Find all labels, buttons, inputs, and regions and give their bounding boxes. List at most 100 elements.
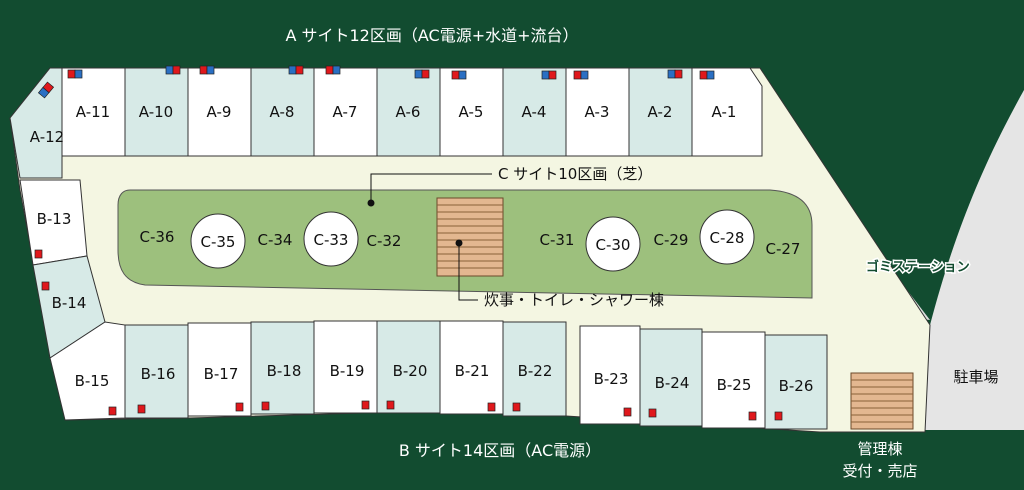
- a-utility-markers: [37, 65, 715, 99]
- marker-b-19: [361, 400, 370, 410]
- marker-a-7: [325, 65, 341, 75]
- marker-b-21: [487, 402, 496, 412]
- marker-a-5: [451, 70, 467, 80]
- marker-a-8: [288, 65, 304, 75]
- c-site-leader: [370, 173, 492, 203]
- marker-b-20: [386, 400, 395, 410]
- site-a-7[interactable]: [313, 67, 378, 157]
- site-label-a-10: A-10: [139, 103, 173, 121]
- site-label-b-13: B-13: [37, 210, 72, 228]
- site-a-9[interactable]: [187, 67, 252, 157]
- marker-b-22: [512, 402, 521, 412]
- site-a-5[interactable]: [439, 67, 504, 157]
- marker-b-13: [34, 249, 43, 259]
- site-c-35[interactable]: [190, 213, 246, 269]
- site-label-a-2: A-2: [648, 103, 673, 121]
- b-power-markers: [34, 249, 783, 421]
- a-site-title: A サイト12区画（AC電源+水道+流台）: [285, 26, 578, 45]
- office-building[interactable]: [850, 372, 914, 430]
- site-label-a-1: A-1: [712, 103, 737, 121]
- site-label-a-4: A-4: [522, 103, 547, 121]
- site-b-19[interactable]: [313, 320, 378, 414]
- site-label-c-29: C-29: [654, 231, 689, 249]
- site-label-b-21: B-21: [455, 362, 490, 380]
- site-label-b-18: B-18: [267, 362, 302, 380]
- site-c-33[interactable]: [303, 211, 359, 267]
- marker-b-17: [235, 402, 244, 412]
- site-label-b-19: B-19: [330, 362, 365, 380]
- parking-label: 駐車場: [953, 368, 998, 386]
- marker-a-9: [199, 65, 215, 75]
- c-site-labels: C-36 C-35 C-34 C-33 C-32 C-31 C-30 C-29 …: [140, 228, 801, 258]
- site-b-18[interactable]: [250, 321, 315, 415]
- site-label-a-6: A-6: [396, 103, 421, 121]
- garbage-station-label: ゴミステーション: [866, 259, 970, 275]
- site-label-a-8: A-8: [270, 103, 295, 121]
- site-b-20[interactable]: [376, 320, 441, 414]
- marker-a-2: [667, 69, 683, 79]
- marker-a-11: [67, 69, 83, 79]
- office-label-line2: 受付・売店: [842, 462, 917, 480]
- marker-a-3: [573, 70, 589, 80]
- site-label-c-28: C-28: [710, 229, 745, 247]
- site-label-c-34: C-34: [258, 231, 293, 249]
- facility-leader: [458, 243, 478, 301]
- marker-a-1: [699, 70, 715, 80]
- site-label-a-5: A-5: [459, 103, 484, 121]
- site-label-a-7: A-7: [333, 103, 358, 121]
- marker-b-14: [41, 281, 50, 291]
- marker-b-15: [108, 406, 117, 416]
- marker-a-6: [414, 69, 430, 79]
- marker-b-26: [774, 411, 783, 421]
- site-label-a-9: A-9: [207, 103, 232, 121]
- site-label-b-16: B-16: [141, 365, 176, 383]
- site-a-8[interactable]: [250, 67, 315, 157]
- marker-b-23: [623, 407, 632, 417]
- b-site-title: B サイト14区画（AC電源）: [399, 441, 601, 460]
- site-label-a-11: A-11: [76, 103, 110, 121]
- site-label-b-17: B-17: [204, 365, 239, 383]
- site-c-30[interactable]: [585, 216, 641, 272]
- facility-label: 炊事・トイレ・シャワー棟: [484, 291, 664, 309]
- site-label-c-30: C-30: [596, 236, 631, 254]
- site-label-c-31: C-31: [540, 231, 575, 249]
- site-label-a-3: A-3: [585, 103, 610, 121]
- site-label-b-20: B-20: [393, 362, 428, 380]
- facility-building[interactable]: [436, 197, 504, 277]
- marker-b-16: [137, 404, 146, 414]
- site-b-22[interactable]: [502, 321, 567, 417]
- site-label-b-14: B-14: [52, 294, 87, 312]
- marker-a-10: [165, 65, 181, 75]
- site-a-3[interactable]: [565, 67, 630, 157]
- marker-b-24: [648, 408, 657, 418]
- marker-b-25: [748, 411, 757, 421]
- marker-b-18: [261, 401, 270, 411]
- site-label-a-12: A-12: [30, 128, 64, 146]
- site-a-11[interactable]: [61, 67, 126, 157]
- site-label-b-24: B-24: [655, 374, 690, 392]
- site-label-c-33: C-33: [314, 231, 349, 249]
- site-label-b-15: B-15: [75, 372, 110, 390]
- site-label-b-23: B-23: [594, 370, 629, 388]
- site-b-21[interactable]: [439, 320, 504, 415]
- site-c-28[interactable]: [699, 209, 755, 265]
- site-label-c-32: C-32: [367, 232, 402, 250]
- site-a-6[interactable]: [376, 67, 441, 157]
- c-site-circles: [190, 209, 755, 272]
- site-label-b-25: B-25: [717, 376, 752, 394]
- site-label-b-26: B-26: [779, 377, 814, 395]
- parking-area: [920, 90, 1024, 430]
- marker-a-12: [37, 81, 55, 99]
- site-b-16[interactable]: [124, 324, 189, 419]
- site-a-10[interactable]: [124, 67, 189, 157]
- site-label-b-22: B-22: [518, 362, 553, 380]
- site-b-17[interactable]: [187, 322, 252, 417]
- a-site-row: A-12 A-11 A-10 A-9 A-8 A-7 A-6 A-5 A-4 A…: [9, 67, 763, 179]
- site-label-c-35: C-35: [201, 233, 236, 251]
- site-label-c-27: C-27: [766, 240, 801, 258]
- leader-lines: [367, 173, 492, 301]
- site-a-2[interactable]: [628, 67, 693, 157]
- office-label-line1: 管理棟: [857, 440, 902, 458]
- site-a-1[interactable]: [691, 67, 763, 157]
